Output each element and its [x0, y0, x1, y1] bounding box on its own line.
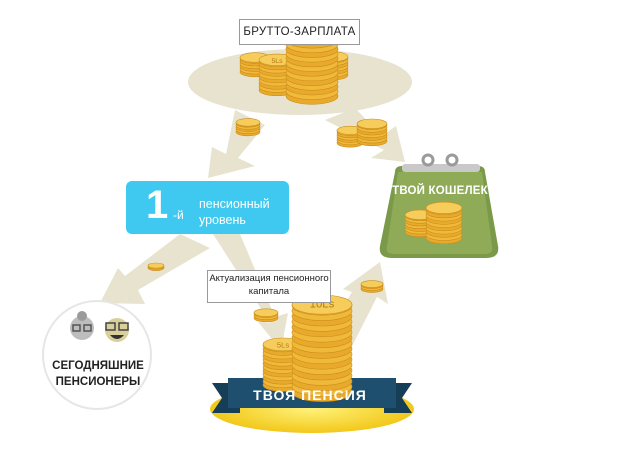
coin-label: 5Ls	[271, 58, 283, 65]
pillar-line-2: уровень	[199, 213, 246, 227]
wallet-coin-stack	[425, 201, 463, 245]
salary-coin-stack: 10Ls	[285, 25, 339, 105]
coin-stacks: 5Ls10Ls5Ls10Ls	[147, 25, 463, 402]
moving-coin	[147, 262, 165, 271]
wallet-label: ТВОЙ КОШЕЛЕК	[392, 185, 488, 197]
retirees-label: СЕГОДНЯШНИЕ ПЕНСИОНЕРЫ	[52, 360, 144, 388]
grandma-icon	[70, 316, 94, 340]
pension-coin-stack: 10Ls	[291, 294, 353, 402]
gross-salary-label: БРУТТО-ЗАРПЛАТА	[239, 19, 360, 45]
moving-coin	[253, 308, 279, 323]
coin-label: 5Ls	[277, 340, 289, 349]
moving-coin	[360, 280, 384, 293]
pillar-number: 1	[146, 183, 169, 227]
pillar-line-1: пенсионный	[199, 197, 270, 211]
indexation-label: Актуализация пенсионного капитала	[207, 270, 331, 303]
pillar-suffix: -й	[173, 208, 184, 222]
first-pension-pillar: 1 -й пенсионный уровень	[126, 181, 289, 234]
moving-coin-stack	[336, 125, 364, 148]
pension-label: ТВОЯ ПЕНСИЯ	[253, 387, 367, 403]
moving-coin-stack	[356, 118, 388, 147]
moving-coin-stack	[235, 118, 261, 137]
retirees-badge	[42, 300, 152, 410]
